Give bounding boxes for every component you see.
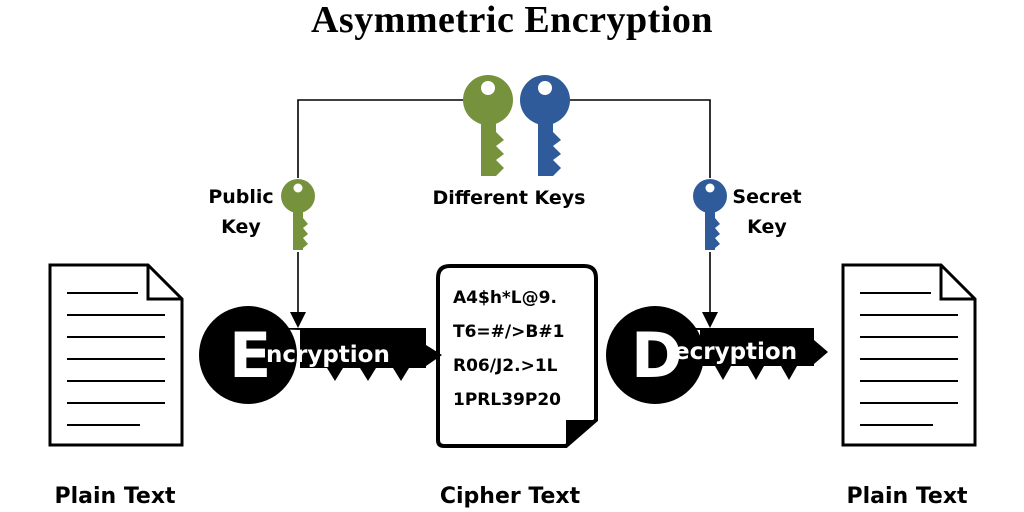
- plain-text-right-label: Plain Text: [846, 484, 968, 509]
- connector-lines: [290, 99, 718, 328]
- encryption-word: ncryption: [266, 342, 390, 368]
- secret-key-label-line1: Secret: [732, 186, 802, 208]
- blue-key-icon: [520, 75, 570, 176]
- encryption-key-icon: E ncryption: [199, 306, 442, 404]
- cipher-text-label: Cipher Text: [439, 484, 581, 509]
- cipher-line-2: T6=#/>B#1: [453, 322, 565, 342]
- public-key-icon: [281, 179, 315, 250]
- decryption-key-icon: D ecryption: [606, 306, 828, 404]
- page-title: Asymmetric Encryption: [310, 0, 714, 41]
- green-key-icon: [463, 75, 513, 176]
- public-key-label-line2: Key: [221, 216, 261, 238]
- plain-text-left-label: Plain Text: [54, 484, 176, 509]
- document-icon-right: [841, 263, 977, 447]
- cipher-line-1: A4$h*L@9.: [453, 288, 557, 308]
- encryption-big-letter: E: [229, 319, 271, 392]
- document-icon-left: [48, 263, 184, 447]
- cipher-document-icon: [436, 264, 598, 448]
- cipher-line-4: 1PRL39P20: [453, 390, 561, 410]
- secret-key-label-line2: Key: [747, 216, 787, 238]
- different-keys-label: Different Keys: [432, 187, 586, 209]
- cipher-line-3: R06/J2.>1L: [453, 356, 558, 376]
- decryption-word: ecryption: [674, 339, 797, 365]
- secret-key-icon: [693, 179, 727, 250]
- decryption-big-letter: D: [631, 319, 682, 392]
- public-key-label-line1: Public: [208, 186, 274, 208]
